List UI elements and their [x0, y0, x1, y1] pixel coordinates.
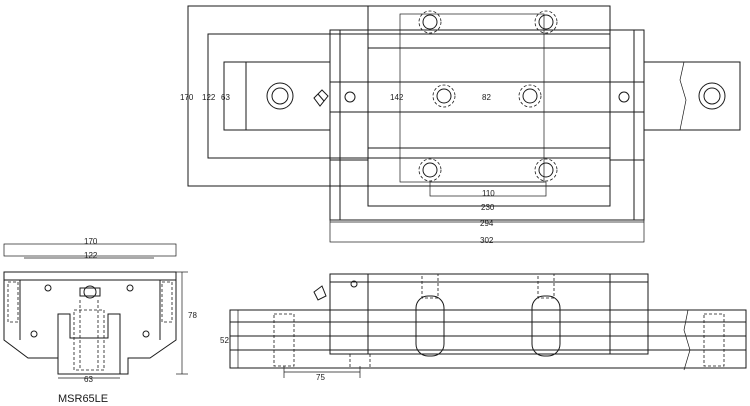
dim-label-110: 110 [482, 189, 495, 198]
end-view: 170 122 78 63 MSR65LE [3, 237, 197, 405]
side-block [329, 273, 649, 355]
pitch-frame-142 [399, 13, 545, 183]
grease-nipple [313, 89, 329, 107]
bolt-hole-top-right [534, 10, 558, 34]
dim-label-230: 230 [481, 203, 495, 212]
dim-110 [429, 181, 547, 197]
end-rail [57, 313, 121, 375]
dim-label-63: 63 [221, 93, 230, 102]
bolt-hole-mid-left [432, 84, 456, 108]
model-label: MSR65LE [58, 393, 108, 405]
seal-hole-right [618, 91, 630, 103]
bolt-hole-mid-right [518, 84, 542, 108]
top-view: 170 122 63 142 82 110 230 294 302 [180, 5, 741, 245]
break-line [679, 61, 687, 131]
side-break-line [683, 309, 691, 371]
end-dim-label-78: 78 [188, 311, 197, 320]
dim-170-end [3, 243, 177, 257]
dim-label-294: 294 [480, 219, 494, 228]
side-dim-label-52: 52 [220, 336, 229, 345]
side-slot-right [531, 295, 561, 357]
end-dim-label-122: 122 [84, 251, 98, 260]
bolt-hole-bottom-left [418, 158, 442, 182]
side-view: 52 75 [220, 273, 747, 382]
bolt-hole-top-left [418, 10, 442, 34]
end-grease-fitting [83, 285, 97, 299]
rail-hole-left [266, 82, 294, 110]
end-dim-label-170: 170 [84, 237, 98, 246]
end-dim-label-63: 63 [84, 375, 93, 384]
side-rail [229, 309, 747, 369]
dim-label-122: 122 [202, 93, 216, 102]
side-slot-left [415, 295, 445, 357]
side-grease-nipple [313, 285, 327, 301]
dim-label-142: 142 [390, 93, 404, 102]
end-body [3, 271, 177, 375]
block-body [367, 5, 611, 207]
seal-hole-left [344, 91, 356, 103]
dim-302 [329, 219, 645, 243]
dim-label-170: 170 [180, 93, 194, 102]
side-dim-label-75: 75 [316, 373, 325, 382]
bolt-hole-bottom-right [534, 158, 558, 182]
frame-122 [207, 33, 611, 159]
rail-hole-right [698, 82, 726, 110]
dim-label-82: 82 [482, 93, 491, 102]
dim-label-302: 302 [480, 236, 494, 245]
rail-right [643, 61, 741, 131]
